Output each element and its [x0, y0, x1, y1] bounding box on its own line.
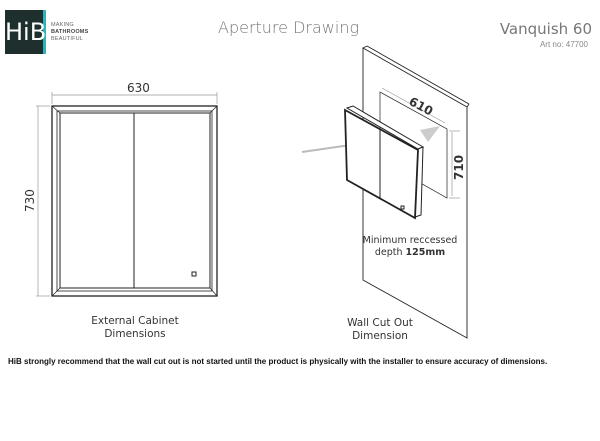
external-caption-line2: Dimensions	[104, 328, 166, 340]
depth-prefix: depth	[374, 247, 406, 258]
tagline-2: BATHROOMS	[51, 29, 89, 35]
cutout-caption: Wall Cut Out Dimension	[325, 317, 435, 343]
installation-notice: HiB strongly recommend that the wall cut…	[8, 357, 548, 366]
external-cabinet-drawing	[51, 105, 218, 297]
hib-logo: HiB	[5, 10, 46, 54]
external-height-label: 730	[23, 189, 37, 212]
external-width-label: 630	[127, 81, 150, 95]
cutout-caption-line2: Dimension	[352, 330, 408, 342]
external-caption-line1: External Cabinet	[91, 315, 179, 327]
depth-value: 125mm	[405, 247, 446, 258]
touch-sensor-icon	[191, 271, 197, 277]
cutout-dimensions	[381, 87, 460, 199]
tagline-1: MAKING	[51, 22, 74, 28]
page-title: Aperture Drawing	[218, 18, 360, 37]
cabinet-iso	[344, 105, 425, 220]
depth-note: Minimum reccessed depth 125mm	[360, 235, 460, 259]
depth-label: Minimum reccessed	[362, 235, 458, 246]
cutout-height-label: 710	[452, 155, 466, 180]
cutout-caption-line1: Wall Cut Out	[347, 317, 413, 329]
product-name: Vanquish 60	[499, 20, 592, 38]
external-caption: External Cabinet Dimensions	[60, 315, 210, 341]
article-number: Art no: 47700	[539, 40, 588, 49]
arrow-icon	[420, 126, 440, 142]
width-dimension	[36, 92, 218, 297]
tagline-3: BEAUTIFUL	[51, 36, 84, 42]
